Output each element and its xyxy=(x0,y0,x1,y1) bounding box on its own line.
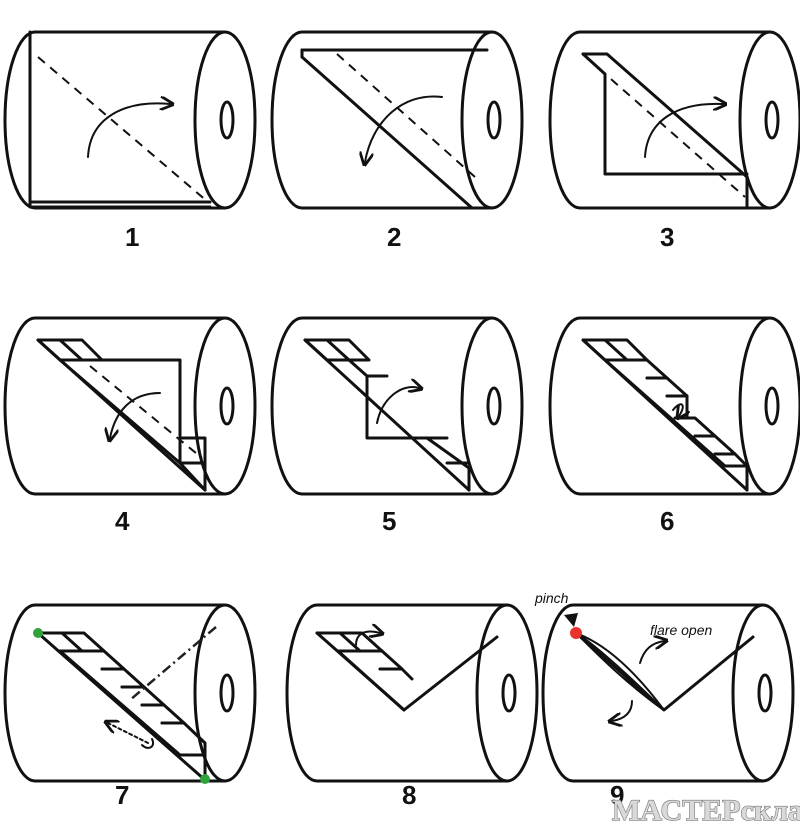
pinch-point-marker xyxy=(33,628,43,638)
step-5: 5 xyxy=(270,316,524,536)
pointer-arrow-icon xyxy=(564,613,578,627)
step-number: 2 xyxy=(387,222,401,252)
watermark-logo: МАСТЕРсклад xyxy=(612,794,800,827)
step-number: 4 xyxy=(115,506,130,536)
step-number: 1 xyxy=(125,222,139,252)
pinch-point-marker xyxy=(200,774,210,784)
step-number: 5 xyxy=(382,506,396,536)
step-6: 6 xyxy=(548,316,800,536)
pinch-label: pinch xyxy=(534,590,569,606)
pinch-point-marker xyxy=(570,627,582,639)
step-3: 3 xyxy=(548,30,800,252)
step-9: 9 xyxy=(541,603,795,810)
step-number: 6 xyxy=(660,506,674,536)
step-8: 8 xyxy=(285,603,539,810)
step-4: 4 xyxy=(3,316,257,536)
step-number: 9 xyxy=(610,780,624,810)
step-number: 7 xyxy=(115,780,129,810)
step-1: 1 xyxy=(3,30,257,252)
step-2: 2 xyxy=(270,30,524,252)
step-number: 3 xyxy=(660,222,674,252)
step-number: 8 xyxy=(402,780,416,810)
flare-open-label: flare open xyxy=(650,622,712,638)
step-7: 7 xyxy=(3,603,257,810)
